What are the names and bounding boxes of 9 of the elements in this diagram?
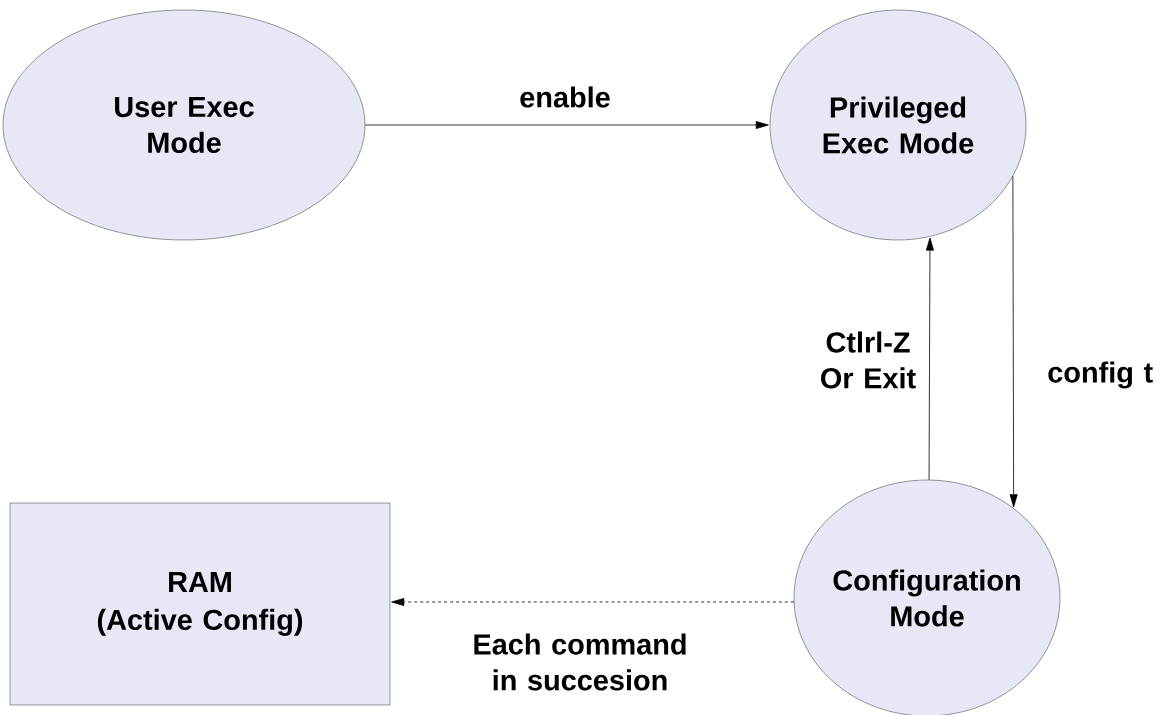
memory-box: RAM (Active Config) — [9, 502, 391, 706]
arrow — [925, 237, 934, 481]
dashed-arrow — [391, 598, 795, 606]
edge-label: Ctlrl-Z Or Exit — [821, 331, 916, 389]
edge-label: config t — [1048, 361, 1153, 389]
arrow — [364, 121, 769, 129]
edge-label: Each command in succesion — [474, 633, 686, 691]
arrow — [1009, 175, 1018, 508]
edge-label: enable — [520, 86, 610, 108]
